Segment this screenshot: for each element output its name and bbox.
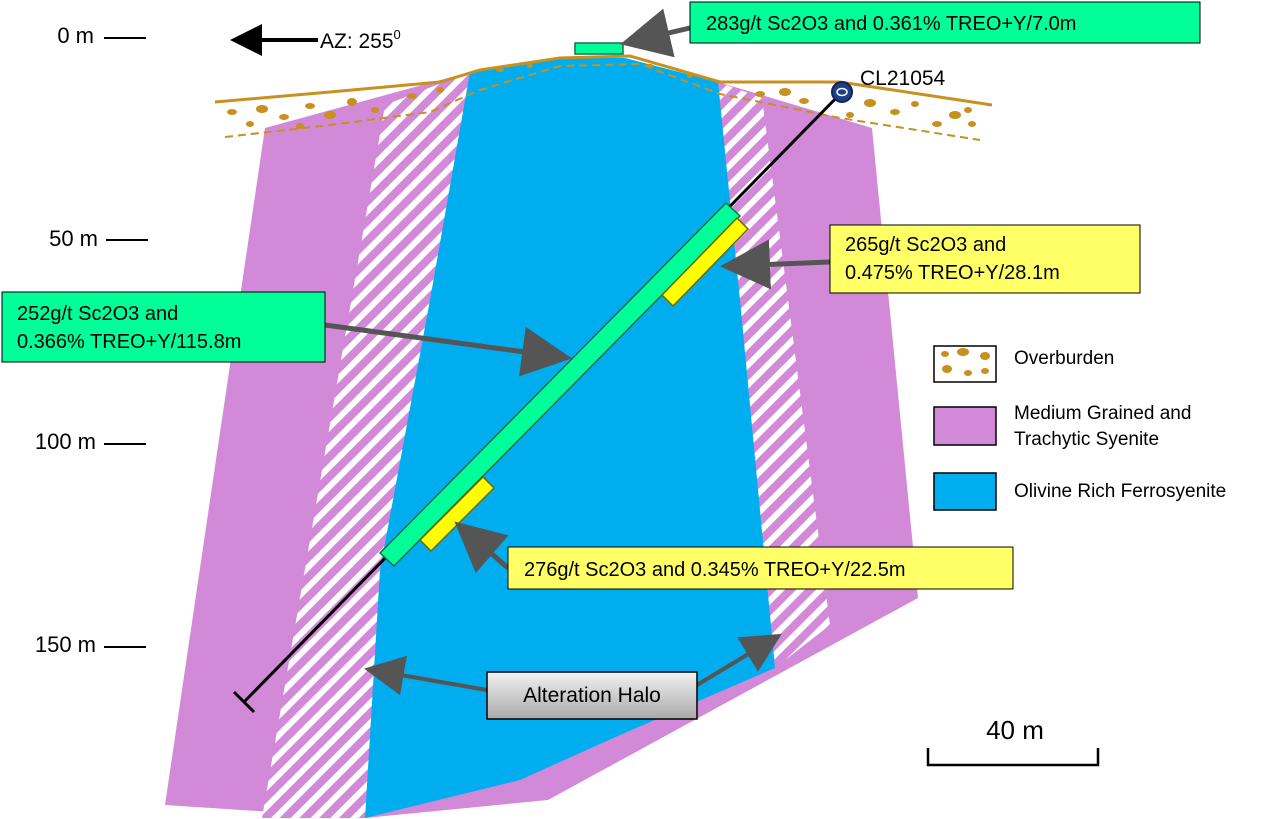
depth-label-50: 50 m — [49, 226, 98, 251]
svg-text:276g/t Sc2O3 and 0.345% TREO+Y: 276g/t Sc2O3 and 0.345% TREO+Y/22.5m — [524, 559, 906, 581]
collar-icon — [831, 81, 853, 103]
leader-arrows — [324, 8, 831, 574]
legend-overburden: Overburden — [933, 345, 1114, 383]
overburden-base — [224, 62, 981, 141]
legend-syenite: Medium Grained and Trachytic Syenite — [933, 403, 1191, 450]
depth-axis: 0 m 50 m 100 m 150 m — [35, 23, 148, 657]
callout-lower-yellow-intercept: 276g/t Sc2O3 and 0.345% TREO+Y/22.5m — [507, 546, 1014, 590]
overburden-pebbles — [227, 64, 976, 129]
svg-text:252g/t Sc2O3 and: 252g/t Sc2O3 and — [17, 303, 178, 325]
drill-hole-id: CL21054 — [860, 67, 946, 90]
svg-text:0.475% TREO+Y/28.1m: 0.475% TREO+Y/28.1m — [845, 262, 1060, 284]
svg-text:40 m: 40 m — [986, 715, 1044, 745]
ferrosyenite-swatch — [933, 472, 997, 511]
depth-label-150: 150 m — [35, 632, 96, 657]
legend-ferrosyenite: Olivine Rich Ferrosyenite — [933, 472, 1226, 511]
svg-text:Alteration Halo: Alteration Halo — [523, 684, 661, 707]
halo-arrows — [364, 633, 782, 696]
svg-text:283g/t Sc2O3 and 0.361% TREO+Y: 283g/t Sc2O3 and 0.361% TREO+Y/7.0m — [706, 13, 1076, 35]
ferrosyenite-unit — [365, 58, 775, 818]
svg-text:265g/t Sc2O3 and: 265g/t Sc2O3 and — [845, 234, 1006, 256]
alteration-halo-label: Alteration Halo — [486, 671, 698, 720]
svg-text:Trachytic Syenite: Trachytic Syenite — [1014, 429, 1159, 450]
scale-bar: 40 m — [926, 715, 1100, 767]
depth-label-0: 0 m — [57, 23, 94, 48]
svg-text:0.366% TREO+Y/115.8m: 0.366% TREO+Y/115.8m — [17, 331, 241, 353]
intercept-bar-lower-yellow — [418, 475, 496, 553]
svg-text:Medium Grained and: Medium Grained and — [1014, 403, 1191, 424]
syenite-swatch — [933, 406, 997, 446]
svg-text:Olivine Rich Ferrosyenite: Olivine Rich Ferrosyenite — [1014, 481, 1226, 502]
intercept-bar-main-green — [378, 201, 742, 568]
svg-text:Overburden: Overburden — [1014, 348, 1114, 369]
azimuth-label: AZ: 2550 — [320, 27, 401, 53]
callout-main-green-intercept: 252g/t Sc2O3 and 0.366% TREO+Y/115.8m — [1, 291, 326, 363]
azimuth-indicator: AZ: 2550 — [230, 24, 401, 56]
depth-label-100: 100 m — [35, 429, 96, 454]
legend: Overburden Medium Grained and Trachytic … — [933, 345, 1226, 511]
callout-surface-intercept: 283g/t Sc2O3 and 0.361% TREO+Y/7.0m — [689, 1, 1201, 44]
intercept-bar-surface — [574, 42, 624, 55]
ground-surface — [214, 54, 993, 107]
callout-upper-yellow-intercept: 265g/t Sc2O3 and 0.475% TREO+Y/28.1m — [829, 224, 1141, 294]
drill-end-cap — [232, 690, 256, 714]
